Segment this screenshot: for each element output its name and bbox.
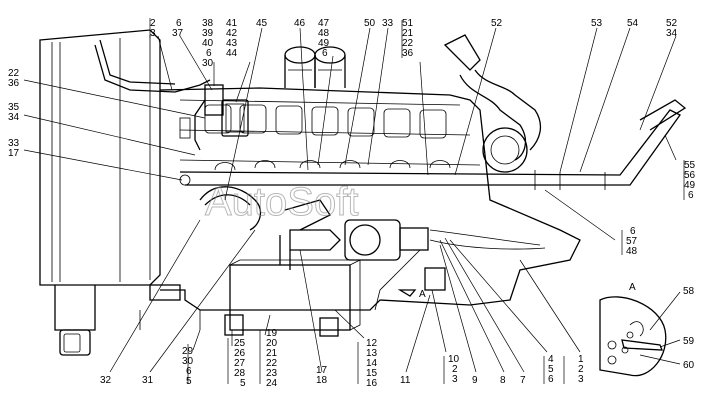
- callout-top-51: 51 21 22 36: [402, 18, 416, 59]
- callout-detail-58: 58: [683, 286, 695, 297]
- callout-bot-9: 9: [472, 375, 478, 386]
- callout-top-41: 41 42 43 44: [226, 18, 240, 59]
- callout-bot-4: 4 5 6: [548, 354, 556, 385]
- callout-top-52: 52: [491, 18, 503, 29]
- callout-top-38: 38 39 40 6 30: [202, 18, 216, 69]
- callout-bot-32: 32: [100, 375, 112, 386]
- leader-lines: [23, 27, 681, 384]
- view-a-label: A: [629, 282, 636, 293]
- callout-left-33-17: 33 17: [8, 138, 22, 159]
- callout-bot-25: 25 26 27 28 5: [234, 338, 248, 389]
- callout-bot-29: 29 30 6 5: [182, 346, 196, 387]
- callout-top-46: 46: [294, 18, 306, 29]
- callout-bot-17-18: 17 18: [316, 365, 330, 386]
- callout-detail-60: 60: [683, 360, 695, 371]
- callout-bot-10: 10 2 3: [448, 354, 462, 385]
- callout-bot-12: 12 13 14 15 16: [366, 338, 380, 389]
- callout-top-50: 50: [364, 18, 376, 29]
- engine-drawing: [39, 29, 687, 377]
- callout-top-45: 45: [256, 18, 268, 29]
- callout-top-53: 53: [591, 18, 603, 29]
- arrow-a-label: A: [419, 289, 426, 300]
- callout-bot-31: 31: [142, 375, 154, 386]
- callout-top-54: 54: [627, 18, 639, 29]
- callout-bot-11: 11: [400, 375, 411, 386]
- callout-bot-7: 7: [520, 375, 526, 386]
- callout-top-2-3: 2 3: [150, 18, 158, 39]
- callout-bot-8: 8: [500, 375, 506, 386]
- callout-left-35-34: 35 34: [8, 102, 22, 123]
- callout-top-52-34: 52 34: [666, 18, 680, 39]
- callout-top-47: 47 48 49 6: [318, 18, 332, 59]
- callout-bot-1: 1 2 3: [578, 354, 586, 385]
- callout-detail-59: 59: [683, 336, 695, 347]
- callout-bars: [149, 18, 685, 200]
- callout-right-6-57: 6 57 48: [626, 226, 640, 257]
- callout-bot-19: 19 20 21 22 23 24: [266, 328, 280, 389]
- watermark: AutoSoft: [205, 180, 358, 224]
- callout-right-55: 55 56 49 6: [684, 160, 698, 201]
- callouts: 2 3 6 37 38 39 40 6 30 41 42 43 44 45 46…: [8, 18, 698, 389]
- callout-left-22-36: 22 36: [8, 68, 22, 89]
- callout-top-33: 33: [382, 18, 394, 29]
- callout-top-6-37: 6 37: [172, 18, 184, 39]
